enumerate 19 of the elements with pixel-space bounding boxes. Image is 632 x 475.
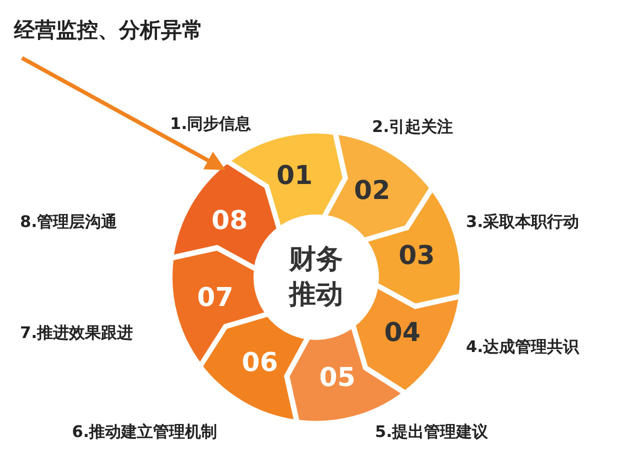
arrow [21,56,226,170]
step-number: 05 [319,362,356,393]
step-number: 06 [242,348,278,378]
step-label: 2.引起关注 [372,117,454,138]
step-number: 08 [212,206,248,236]
step-label: 6.推动建立管理机制 [72,422,218,443]
step-number: 01 [276,161,313,192]
step-label: 4.达成管理共识 [466,337,580,358]
step-label: 7.推进效果跟进 [20,323,134,344]
step-label: 3.采取本职行动 [466,212,580,233]
step-label: 8.管理层沟通 [20,212,118,233]
step-label: 1.同步信息 [170,114,252,135]
heading-text: 经营监控、分析异常 [14,16,203,44]
step-number: 07 [197,283,234,314]
step-number: 04 [384,318,420,348]
step-number: 02 [354,176,390,206]
step-number: 03 [398,240,435,271]
step-label: 5.提出管理建议 [375,422,488,443]
center-text: 财务推动 [288,242,344,312]
